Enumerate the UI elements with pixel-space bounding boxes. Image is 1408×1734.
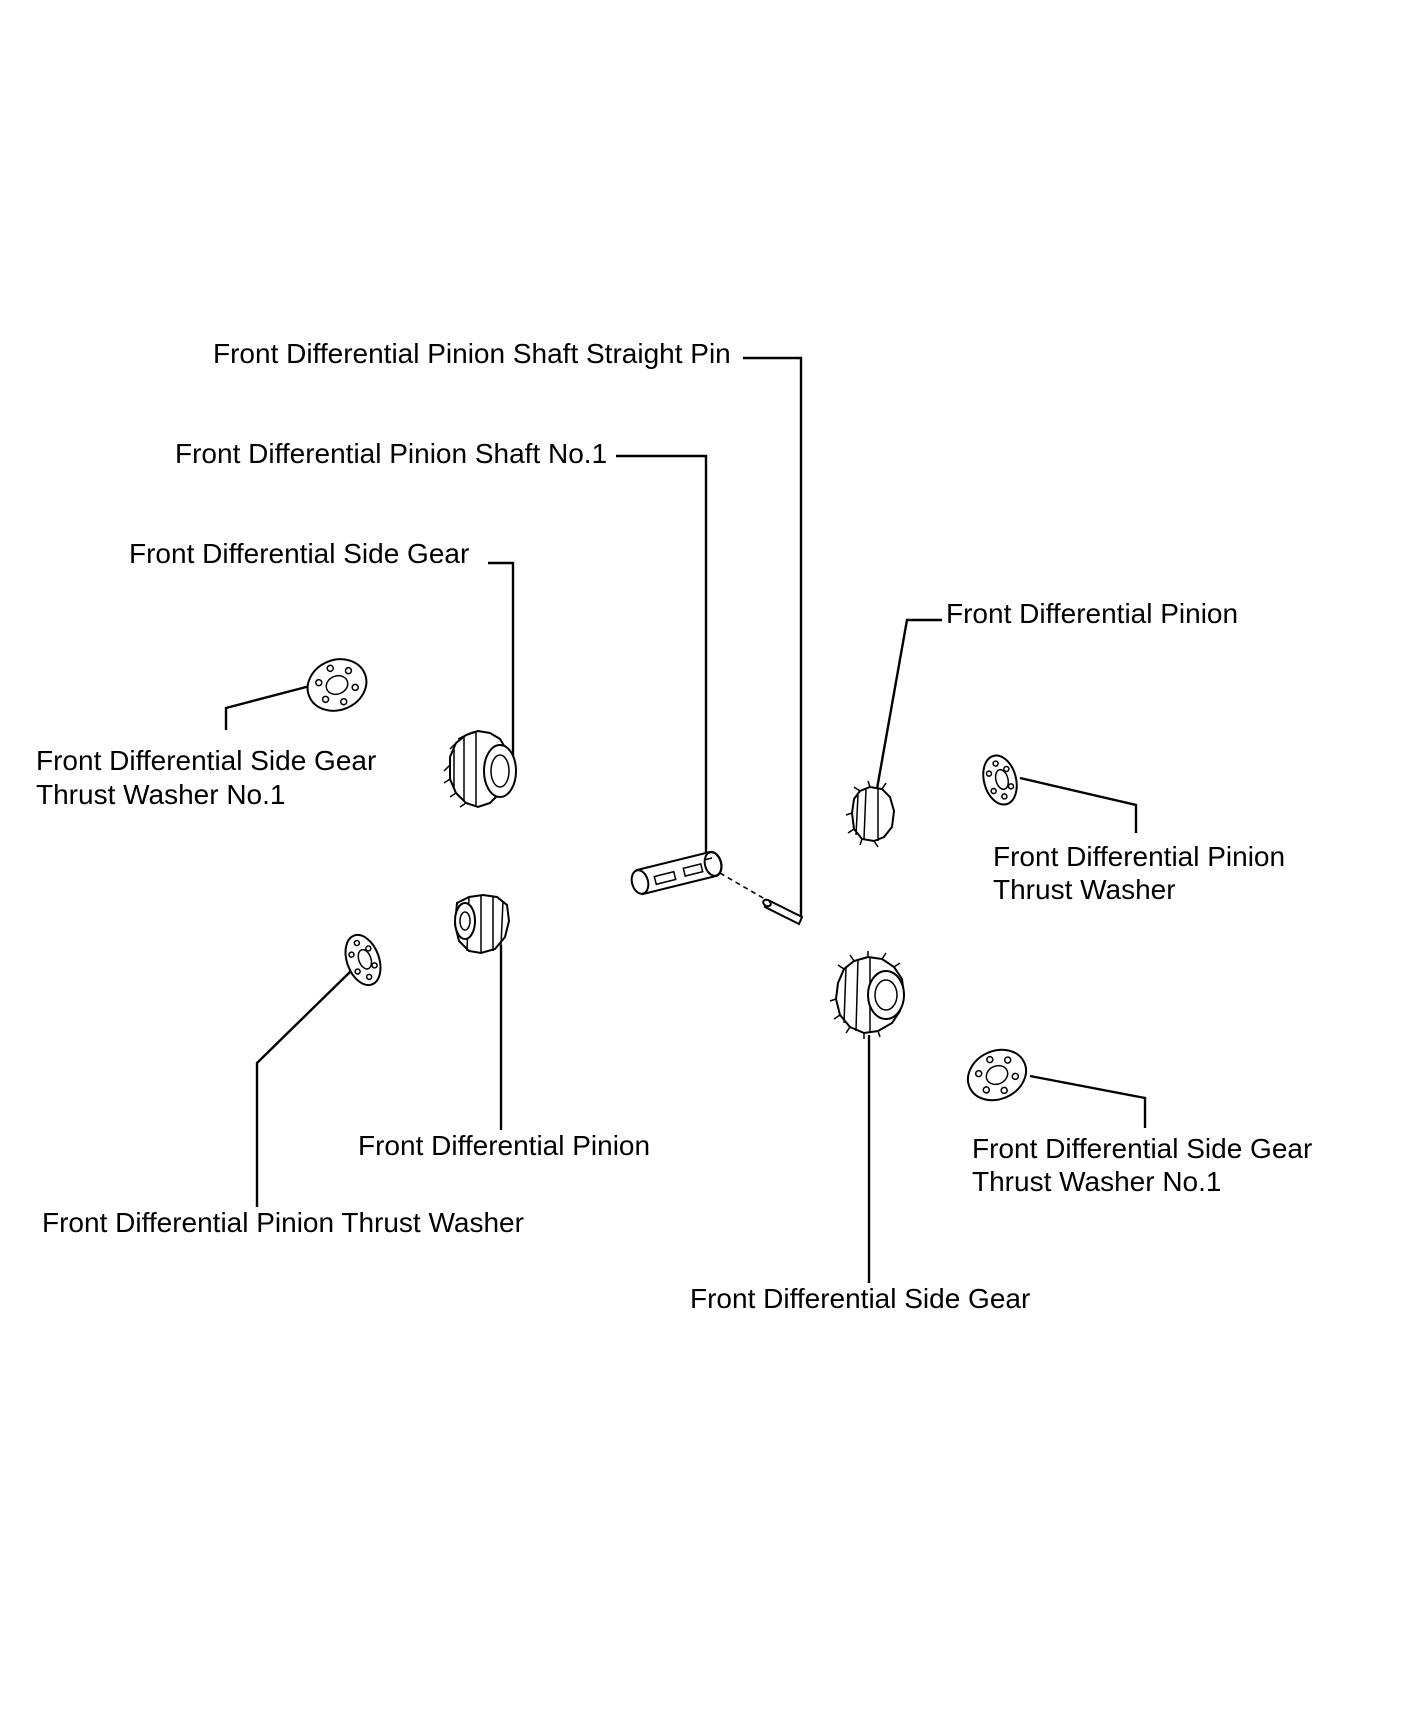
- label-pinion-washer-right-line2: Thrust Washer: [993, 874, 1176, 905]
- leader-side-gear-washer-left: [224, 684, 311, 730]
- leader-side-gear-upper: [488, 561, 515, 763]
- leader-straight-pin: [743, 356, 803, 918]
- side-gear-right: [829, 951, 906, 1039]
- label-pinion-washer-left: Front Differential Pinion Thrust Washer: [42, 1207, 524, 1238]
- label-side-gear-washer-right-line1: Front Differential Side Gear: [972, 1133, 1312, 1164]
- leader-lines: [224, 356, 1147, 1283]
- label-side-gear-washer-left-line2: Thrust Washer No.1: [36, 779, 285, 810]
- pinion-thrust-washer-right: [982, 754, 1018, 806]
- pinion-thrust-washer-left: [344, 933, 382, 987]
- pinion-lower: [453, 893, 511, 955]
- assembly-dashed-line: [719, 872, 771, 903]
- side-gear-thrust-washer-left: [306, 658, 368, 712]
- label-pinion-upper: Front Differential Pinion: [946, 598, 1238, 629]
- leader-pinion-shaft: [616, 454, 708, 860]
- side-gear-thrust-washer-right: [966, 1048, 1028, 1102]
- label-side-gear-washer-right-line2: Thrust Washer No.1: [972, 1166, 1221, 1197]
- pinion-shaft: [630, 850, 723, 896]
- labels: Front Differential Pinion Shaft Straight…: [36, 338, 1312, 1314]
- label-straight-pin: Front Differential Pinion Shaft Straight…: [213, 338, 731, 369]
- side-gear-left: [443, 729, 517, 809]
- label-side-gear-washer-left-line1: Front Differential Side Gear: [36, 745, 376, 776]
- leader-pinion-upper: [873, 618, 942, 801]
- label-side-gear-lower: Front Differential Side Gear: [690, 1283, 1030, 1314]
- pinion-upper: [845, 780, 896, 848]
- leader-pinion-washer-left: [255, 969, 353, 1207]
- label-side-gear-upper: Front Differential Side Gear: [129, 538, 469, 569]
- leader-side-gear-washer-right: [1029, 1074, 1147, 1128]
- leader-pinion-washer-right: [1019, 776, 1138, 833]
- straight-pin: [762, 898, 804, 926]
- label-pinion-washer-right-line1: Front Differential Pinion: [993, 841, 1285, 872]
- label-pinion-lower: Front Differential Pinion: [358, 1130, 650, 1161]
- label-pinion-shaft: Front Differential Pinion Shaft No.1: [175, 438, 607, 469]
